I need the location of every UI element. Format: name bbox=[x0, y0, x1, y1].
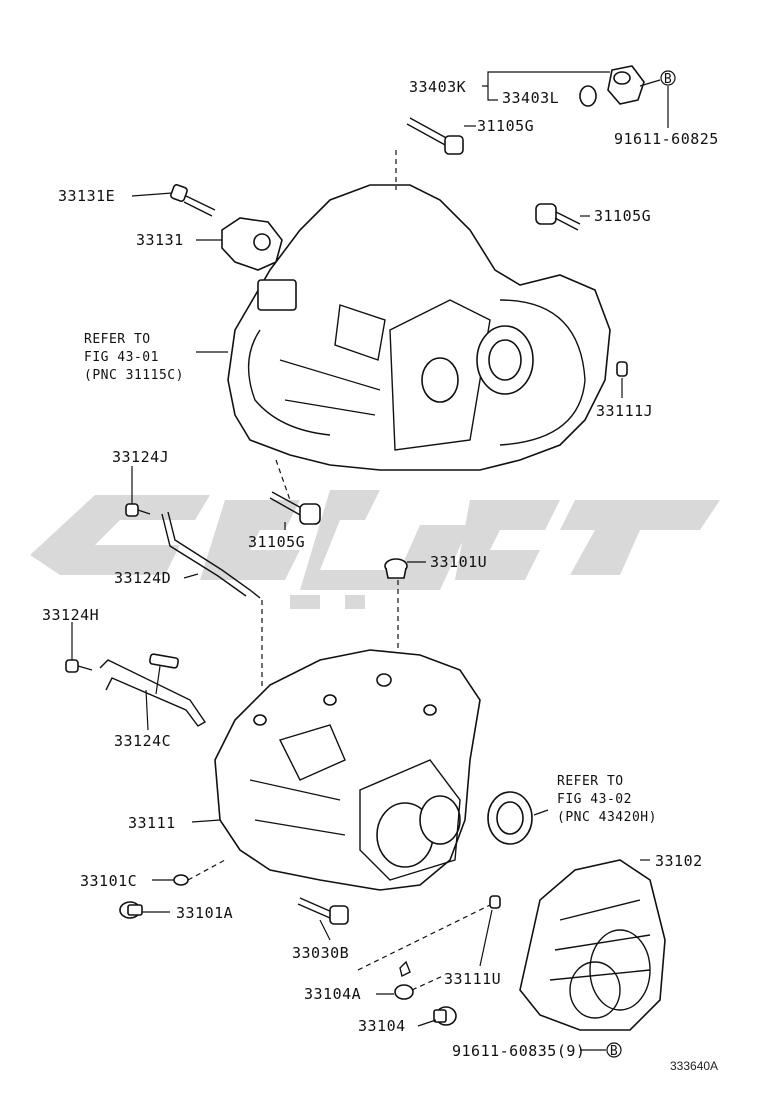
callout-33111J: 33111J bbox=[596, 402, 653, 420]
callout-33102: 33102 bbox=[655, 852, 703, 870]
callout-33131: 33131 bbox=[136, 231, 184, 249]
refer-note-2-line3: (PNC 43420H) bbox=[557, 810, 657, 825]
part-33124D-bracket bbox=[161, 511, 261, 599]
part-31105G-bolt-mid bbox=[269, 491, 321, 525]
part-33131E-bolt bbox=[170, 184, 216, 217]
callout-33101U: 33101U bbox=[430, 553, 487, 571]
callout-31105G-top: 31105G bbox=[477, 117, 534, 135]
badge-b-bottom: B bbox=[606, 1042, 622, 1059]
badge-b-top: B bbox=[660, 70, 676, 87]
transaxle-housing-upper bbox=[227, 184, 611, 471]
callout-31105G-mid: 31105G bbox=[248, 533, 305, 551]
svg-text:B: B bbox=[664, 72, 672, 87]
callout-33101C: 33101C bbox=[80, 872, 137, 890]
callout-33111U: 33111U bbox=[444, 970, 501, 988]
part-33101C-gasket bbox=[173, 874, 189, 886]
callout-33101A: 33101A bbox=[176, 904, 233, 922]
callout-33124D: 33124D bbox=[114, 569, 171, 587]
callout-33104A: 33104A bbox=[304, 985, 361, 1003]
part-33101U-plug bbox=[384, 558, 408, 579]
callout-33403L: 33403L bbox=[502, 89, 559, 107]
assembly-dashed-lines bbox=[187, 150, 491, 991]
callout-33124C: 33124C bbox=[114, 732, 171, 750]
refer-note-1-line1: REFER TO bbox=[84, 332, 151, 347]
callout-33403K: 33403K bbox=[409, 78, 466, 96]
oil-seal-43420H bbox=[487, 791, 533, 845]
callout-31105G-right: 31105G bbox=[594, 207, 651, 225]
part-33101A-plug bbox=[119, 901, 143, 919]
part-33111J-pin bbox=[616, 361, 628, 377]
callout-33030B: 33030B bbox=[292, 944, 349, 962]
transaxle-case-lower bbox=[214, 649, 481, 891]
part-33124H-bolt bbox=[65, 659, 93, 673]
part-31105G-bolt-top bbox=[406, 117, 464, 155]
callout-33111: 33111 bbox=[128, 814, 176, 832]
part-33102-cover bbox=[519, 859, 666, 1031]
leader-lines bbox=[71, 71, 669, 1051]
part-33131-bracket bbox=[221, 217, 283, 271]
part-33030B-bolt bbox=[297, 897, 349, 925]
part-33124C-bracket bbox=[99, 653, 207, 727]
figure-number: 333640A bbox=[670, 1059, 718, 1073]
part-33403K-sensor bbox=[579, 65, 645, 107]
refer-note-1-line3: (PNC 31115C) bbox=[84, 368, 184, 383]
callout-91611-60835: 91611-60835(9) bbox=[452, 1042, 585, 1060]
callout-91611-60825: 91611-60825 bbox=[614, 130, 719, 148]
callout-33124H: 33124H bbox=[42, 606, 99, 624]
callout-33104: 33104 bbox=[358, 1017, 406, 1035]
watermark-logo bbox=[30, 490, 720, 609]
refer-note-1-line2: FIG 43-01 bbox=[84, 350, 159, 365]
part-33111U-pin bbox=[489, 895, 501, 909]
part-33104A-gasket bbox=[394, 960, 414, 1000]
refer-note-2-line1: REFER TO bbox=[557, 774, 624, 789]
callout-33124J: 33124J bbox=[112, 448, 169, 466]
part-33104-plug bbox=[433, 1006, 457, 1026]
part-31105G-bolt-right bbox=[535, 203, 581, 231]
refer-note-2-line2: FIG 43-02 bbox=[557, 792, 632, 807]
svg-text:B: B bbox=[610, 1044, 618, 1059]
callout-33131E: 33131E bbox=[58, 187, 115, 205]
